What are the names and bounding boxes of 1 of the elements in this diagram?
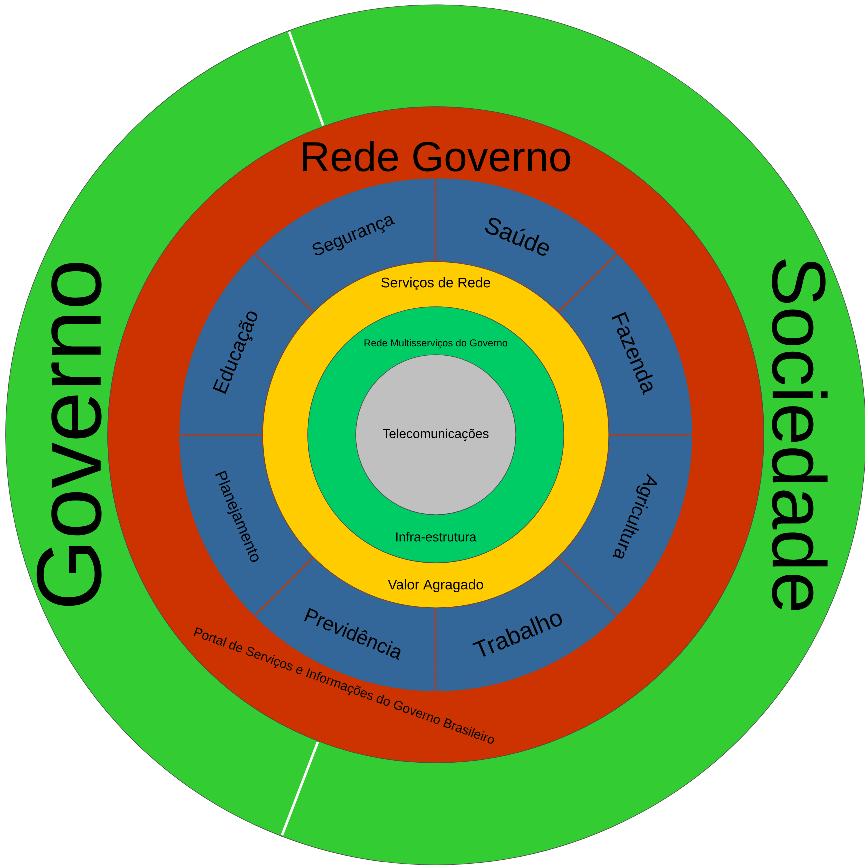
center-disk: Telecomunicações — [356, 354, 516, 516]
